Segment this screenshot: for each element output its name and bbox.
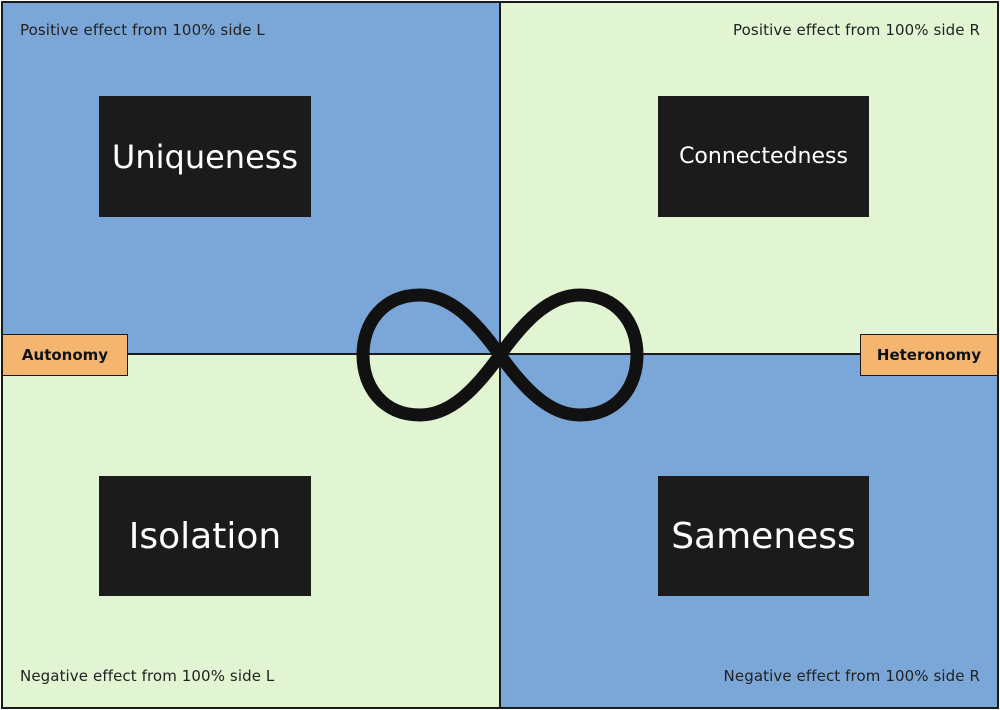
note-bottom-right: Negative effect from 100% side R	[723, 667, 980, 685]
note-top-left: Positive effect from 100% side L	[20, 21, 265, 39]
axis-label-heteronomy: Heteronomy	[860, 334, 998, 376]
concept-uniqueness: Uniqueness	[99, 96, 311, 217]
concept-connectedness: Connectedness	[658, 96, 869, 217]
note-bottom-left: Negative effect from 100% side L	[20, 667, 275, 685]
concept-isolation: Isolation	[99, 476, 311, 596]
note-top-right: Positive effect from 100% side R	[733, 21, 980, 39]
concept-sameness: Sameness	[658, 476, 869, 596]
axis-label-autonomy: Autonomy	[2, 334, 128, 376]
